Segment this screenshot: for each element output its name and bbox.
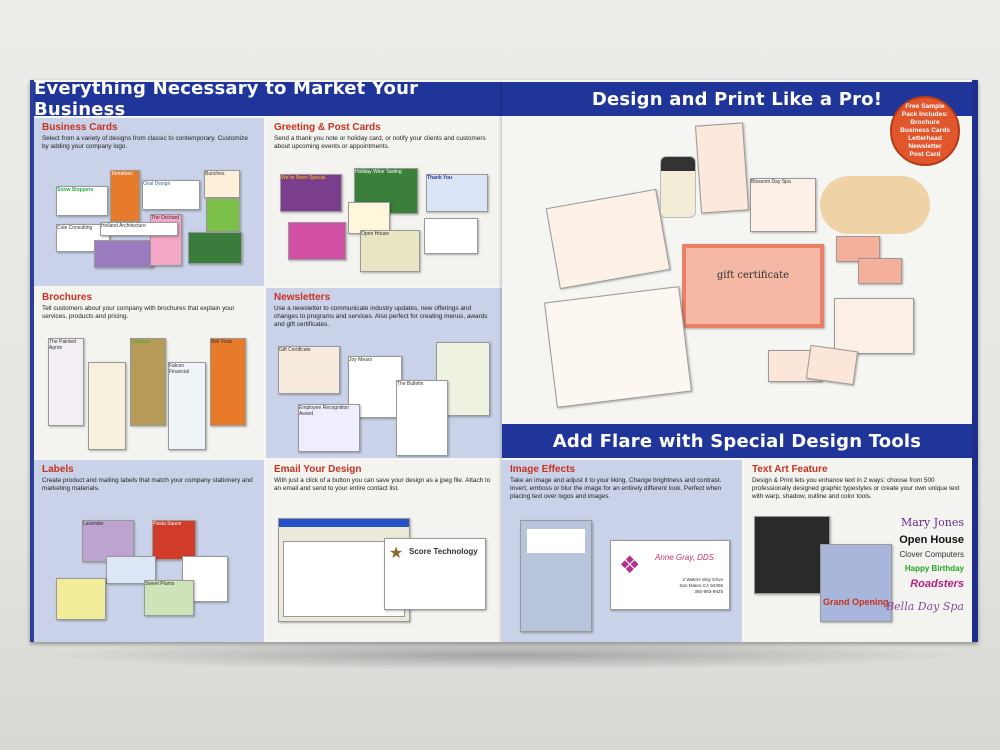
sample-card [94,240,154,268]
sample-business-card: Score Technology ★ [384,538,486,610]
image-effects-desc: Take an image and adjust it to your liki… [510,477,722,501]
newsletters-section: Newsletters Use a newsletter to communic… [266,288,502,458]
sample-brochure: Falcon Financial [168,362,206,450]
text-art-section: Text Art Feature Design & Print lets you… [744,460,972,642]
jar-image [660,156,696,218]
tooth-icon: ❖ [619,552,641,579]
greeting-cards-section: Greeting & Post Cards Send a thank you n… [266,118,502,286]
effects-dialog [520,520,592,632]
right-bottom-banner: Add Flare with Special Design Tools [502,424,972,458]
sample-card [858,258,902,284]
newsletters-desc: Use a newsletter to communicate industry… [274,305,488,329]
sample-card [348,202,390,234]
sample-card: Blossom Day Spa [750,178,816,232]
image-effects-title: Image Effects [510,464,576,475]
box-shadow [34,640,974,670]
brochures-section: Brochures Tell customers about your comp… [34,288,264,458]
image-effects-section: Image Effects Take an image and adjust i… [502,460,742,642]
sample-card: Snow Stoppers [56,186,108,216]
typestyle-picker [754,516,830,594]
brochures-desc: Tell customers about your company with b… [42,305,235,321]
sample-card [805,344,859,386]
sample-card: Open House [360,230,420,272]
business-cards-desc: Select from a variety of designs from cl… [42,135,248,151]
sample-newsletter: The Bulletin [396,380,448,456]
star-icon: ★ [389,545,404,562]
email-title: Email Your Design [274,464,362,475]
sample-brochure [545,188,671,290]
newsletters-title: Newsletters [274,292,331,303]
text-art-title: Text Art Feature [752,464,828,475]
dentist-card: ❖ Anne Gray, DDS 2 Waters Way Drive San … [610,540,730,610]
sample-brochure [88,362,126,450]
labels-section: Labels Create product and mailing labels… [34,460,264,642]
sample-card: We've Been Special [280,174,342,212]
email-section: Email Your Design With just a click of a… [266,460,502,642]
sample-card: Oval Design [142,180,200,210]
sample-label: Pasta Sauce [152,520,196,560]
sample-label [56,578,106,620]
email-desc: With just a click of a button you can sa… [274,477,491,493]
right-top-banner: Design and Print Like a Pro! [502,82,972,116]
sample-label [106,556,156,584]
gift-certificate: gift certificate [682,244,824,328]
sample-card: Tomatoes [110,170,140,222]
sample-label: Lavender [82,520,134,562]
right-panel: Design and Print Like a Pro! Free Sample… [502,80,978,642]
sample-card: Bunches [204,170,240,198]
left-panel: Everything Necessary to Market Your Busi… [30,80,502,642]
sample-menu [694,122,750,214]
sample-brochure: The Painted Apron [48,338,84,426]
grand-opening-sample: Grand Opening [820,544,892,622]
sample-certificate: Gift Certificate [278,346,340,394]
sample-brochure: Bell Vista [210,338,246,426]
sample-card [834,298,914,354]
window-titlebar [279,519,409,527]
greeting-cards-title: Greeting & Post Cards [274,122,381,133]
sample-card [424,218,478,254]
sample-card [188,232,242,264]
sample-card: Thank You [426,174,488,212]
sample-letterhead [544,286,692,408]
sample-brochure: Curtains [130,338,166,426]
sample-award: Employee Recognition Award [298,404,360,452]
sample-label: Sweet Plums [144,580,194,616]
text-art-desc: Design & Print lets you enhance text in … [752,477,960,501]
loofah-image [820,176,930,234]
labels-desc: Create product and mailing labels that m… [42,477,253,493]
brochures-title: Brochures [42,292,93,303]
sample-card [206,198,240,232]
sample-card [288,222,346,260]
sample-card: Holland Architecture [100,222,178,236]
business-cards-section: Business Cards Select from a variety of … [34,118,264,286]
greeting-cards-desc: Send a thank you note or holiday card, o… [274,135,486,151]
left-banner: Everything Necessary to Market Your Busi… [34,80,502,120]
business-cards-title: Business Cards [42,122,118,133]
labels-title: Labels [42,464,74,475]
